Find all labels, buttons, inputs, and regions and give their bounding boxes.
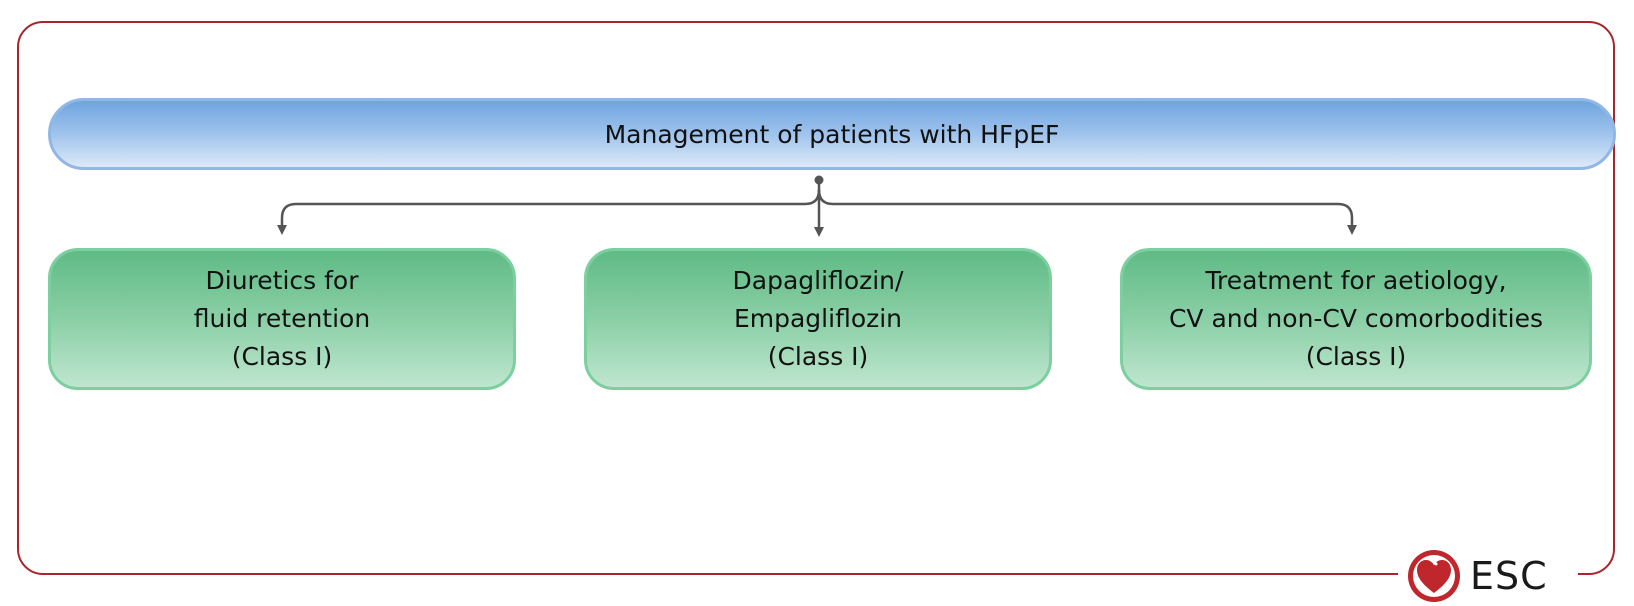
connector-stem bbox=[817, 180, 1357, 235]
branch-class: (Class I) bbox=[1305, 342, 1407, 371]
heart-icon bbox=[1408, 550, 1460, 602]
branch-box-comorbidities: Treatment for aetiology, CV and non-CV c… bbox=[1120, 248, 1592, 390]
branch-line: fluid retention bbox=[193, 304, 371, 333]
esc-logo: ESC bbox=[1398, 546, 1578, 606]
title-box: Management of patients with HFpEF bbox=[48, 98, 1616, 170]
branch-line: CV and non-CV comorbodities bbox=[1168, 304, 1544, 333]
branch-line: Dapagliflozin/ bbox=[732, 266, 904, 295]
connector-left bbox=[277, 189, 821, 235]
diagram-frame bbox=[17, 21, 1615, 575]
branch-line: Diuretics for bbox=[205, 266, 359, 295]
branch-line: Empagliflozin bbox=[733, 304, 903, 333]
branch-box-diuretics: Diuretics for fluid retention (Class I) bbox=[48, 248, 516, 390]
branch-line: Treatment for aetiology, bbox=[1205, 266, 1507, 295]
esc-logo-text: ESC bbox=[1470, 554, 1548, 598]
branch-box-sglt2: Dapagliflozin/ Empagliflozin (Class I) bbox=[584, 248, 1052, 390]
branch-class: (Class I) bbox=[231, 342, 333, 371]
title-text: Management of patients with HFpEF bbox=[604, 119, 1060, 149]
branch-class: (Class I) bbox=[767, 342, 869, 371]
